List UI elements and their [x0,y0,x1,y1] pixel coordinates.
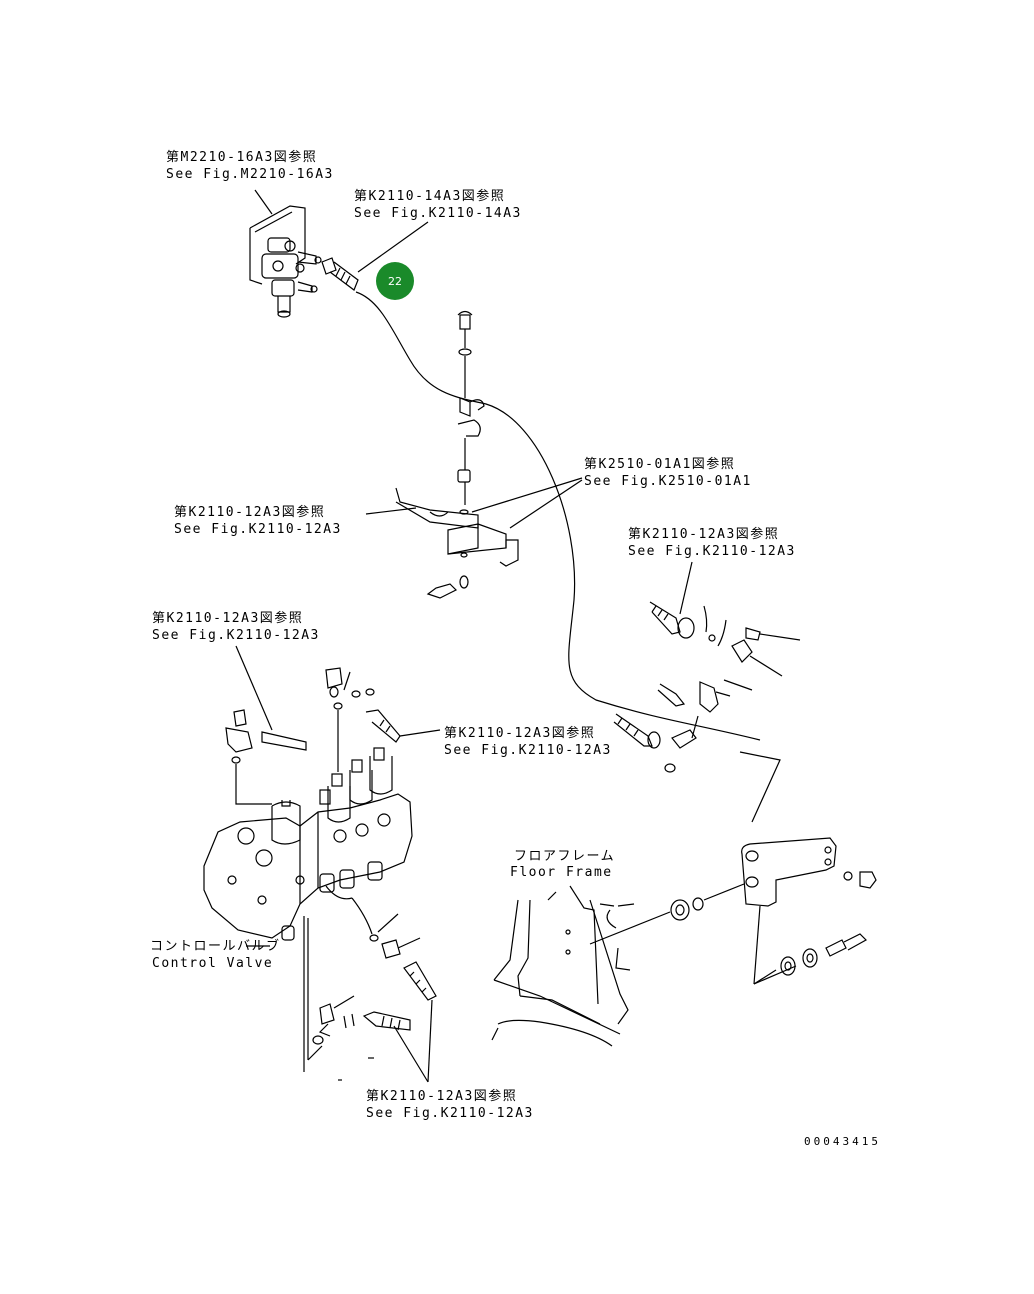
ref-k2110-14-en: See Fig.K2110-14A3 [354,206,522,221]
ref-m2210-jp: 第M2210-16A3図参照 [166,150,318,165]
ref-k2110-12-right-jp: 第K2110-12A3図参照 [628,527,780,542]
right-fittings [613,601,801,773]
floor-frame [491,885,635,1047]
ref-k2110-12-bottom-en: See Fig.K2110-12A3 [366,1106,534,1121]
ref-k2110-12-left-en: See Fig.K2110-12A3 [174,522,342,537]
control-valve [203,747,413,941]
part-callout-22[interactable]: 22 [376,262,414,300]
ref-k2110-12-left-jp: 第K2110-12A3図参照 [174,505,326,520]
hose-line [355,291,761,741]
ref-k2110-12-valve-top-en: See Fig.K2110-12A3 [152,628,320,643]
clamp-stack [457,310,485,505]
floor-frame-jp: フロアフレーム [514,849,616,864]
bolt-washer [426,575,469,599]
ref-k2110-12-valve-top-jp: 第K2110-12A3図参照 [152,611,304,626]
band-clamp-bracket [395,487,519,567]
valve-fittings [225,667,441,805]
ref-k2110-12-bottom-jp: 第K2110-12A3図参照 [366,1089,518,1104]
hose-fitting-top [321,257,359,291]
control-valve-en: Control Valve [152,956,274,971]
ref-k2110-12-valve-right-jp: 第K2110-12A3図参照 [444,726,596,741]
ref-k2110-14-jp: 第K2110-14A3図参照 [354,189,506,204]
ref-k2110-12-valve-right-en: See Fig.K2110-12A3 [444,743,612,758]
floor-frame-en: Floor Frame [510,865,613,880]
solenoid-valve-assembly [249,205,322,318]
drawing-number: 00043415 [804,1135,881,1148]
ref-k2110-12-right-en: See Fig.K2110-12A3 [628,544,796,559]
control-valve-jp: コントロールバルブ [150,939,281,954]
ref-m2210-en: See Fig.M2210-16A3 [166,167,334,182]
valve-lower-fittings [303,885,437,1081]
ref-k2510-en: See Fig.K2510-01A1 [584,474,752,489]
ref-k2510-jp: 第K2510-01A1図参照 [584,457,736,472]
mount-bracket [589,837,877,985]
